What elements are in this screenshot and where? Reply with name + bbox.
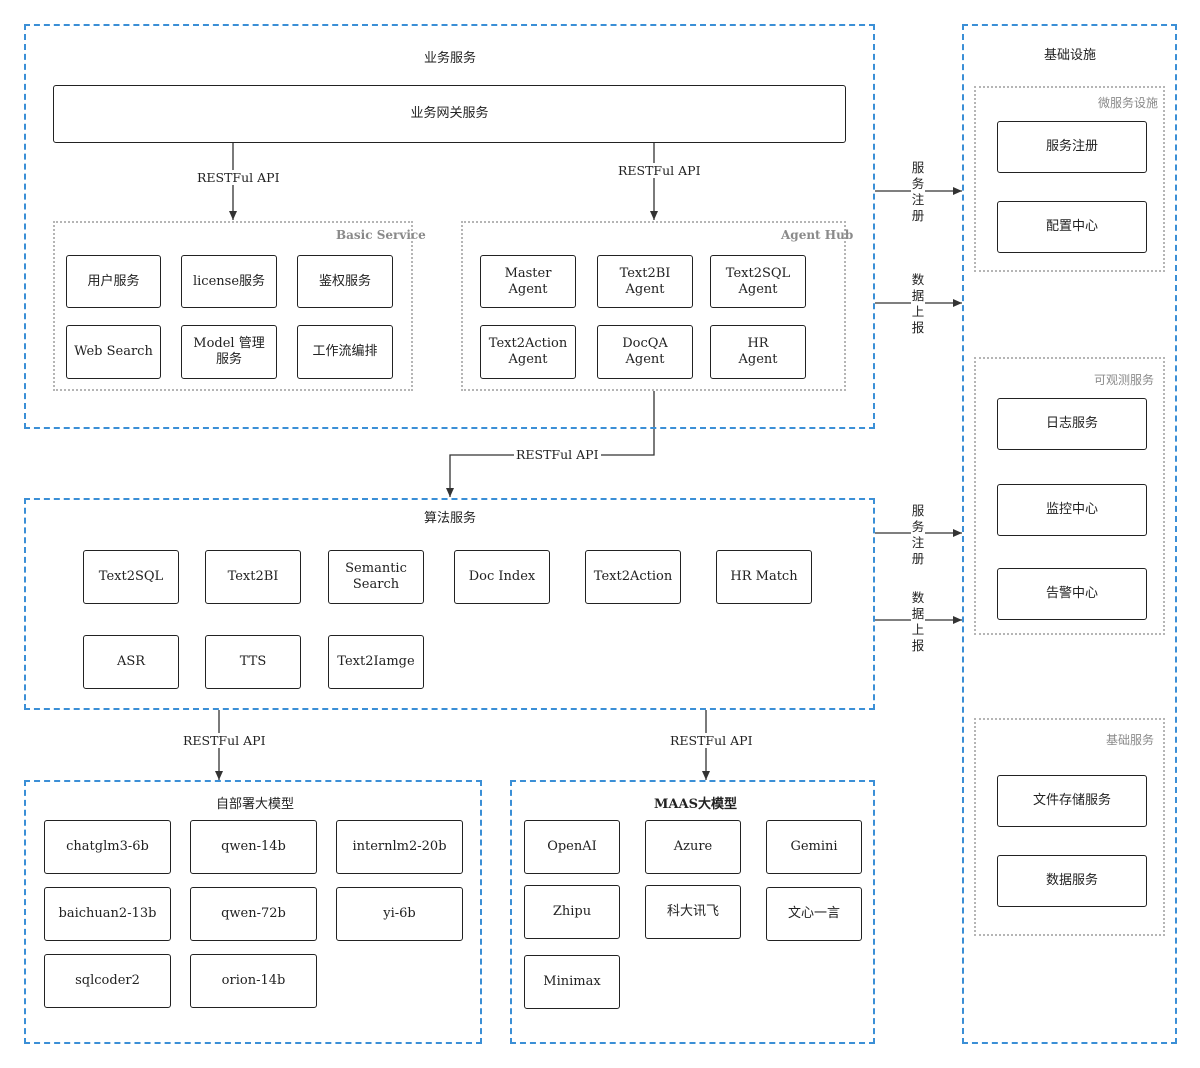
- restful-api-label-self-deployed: RESTFul API: [181, 733, 268, 748]
- maas-openai: OpenAI: [524, 820, 620, 874]
- algorithm-service-group: [24, 498, 875, 710]
- maas-minimax: Minimax: [524, 955, 620, 1009]
- algo-text2image: Text2Iamge: [328, 635, 424, 689]
- model-chatglm3-6b: chatglm3-6b: [44, 820, 171, 874]
- file-storage-service: 文件存储服务: [997, 775, 1147, 827]
- service-registry: 服务注册: [997, 121, 1147, 173]
- agent-hub-title: Agent Hub: [781, 228, 854, 242]
- agent-text2bi: Text2BI Agent: [597, 255, 693, 308]
- maas-models-title: MAAS大模型: [654, 797, 737, 812]
- restful-api-label-agent: RESTFul API: [616, 163, 703, 178]
- service-register-label-algorithm: 服 务 注 册: [911, 503, 925, 567]
- basic-service-model-management: Model 管理 服务: [181, 325, 277, 379]
- model-internlm2-20b: internlm2-20b: [336, 820, 463, 874]
- basic-service-user: 用户服务: [66, 255, 161, 308]
- basic-service-workflow: 工作流编排: [297, 325, 393, 379]
- model-sqlcoder2: sqlcoder2: [44, 954, 171, 1008]
- basic-service-license: license服务: [181, 255, 277, 308]
- agent-hr: HR Agent: [710, 325, 806, 379]
- business-service-title: 业务服务: [424, 51, 477, 66]
- observability-group: [974, 357, 1165, 635]
- business-service-group: [24, 24, 875, 429]
- data-report-label-algorithm: 数 据 上 报: [911, 590, 925, 654]
- log-service: 日志服务: [997, 398, 1147, 450]
- gateway-service: 业务网关服务: [53, 85, 846, 143]
- algo-asr: ASR: [83, 635, 179, 689]
- maas-models-group: [510, 780, 875, 1044]
- self-deployed-models-title: 自部署大模型: [216, 797, 295, 812]
- data-service: 数据服务: [997, 855, 1147, 907]
- infrastructure-group: [962, 24, 1177, 1044]
- algo-text2bi: Text2BI: [205, 550, 301, 604]
- algo-text2action: Text2Action: [585, 550, 681, 604]
- restful-api-label-maas: RESTFul API: [668, 733, 755, 748]
- maas-iflytek: 科大讯飞: [645, 885, 741, 939]
- algo-text2sql: Text2SQL: [83, 550, 179, 604]
- maas-zhipu: Zhipu: [524, 885, 620, 939]
- self-deployed-models-group: [24, 780, 482, 1044]
- base-service-group: [974, 718, 1165, 936]
- alert-center: 告警中心: [997, 568, 1147, 620]
- infrastructure-title: 基础设施: [1044, 48, 1097, 63]
- monitoring-center: 监控中心: [997, 484, 1147, 536]
- algo-doc-index: Doc Index: [454, 550, 550, 604]
- agent-hub-group: [461, 221, 846, 391]
- algo-tts: TTS: [205, 635, 301, 689]
- config-center: 配置中心: [997, 201, 1147, 253]
- maas-azure: Azure: [645, 820, 741, 874]
- basic-service-title: Basic Service: [336, 228, 426, 242]
- model-qwen-14b: qwen-14b: [190, 820, 317, 874]
- base-service-title: 基础服务: [1106, 733, 1155, 747]
- restful-api-label-basic: RESTFul API: [195, 170, 282, 185]
- basic-service-auth: 鉴权服务: [297, 255, 393, 308]
- model-baichuan2-13b: baichuan2-13b: [44, 887, 171, 941]
- model-yi-6b: yi-6b: [336, 887, 463, 941]
- agent-docqa: DocQA Agent: [597, 325, 693, 379]
- microservice-title: 微服务设施: [1098, 96, 1159, 110]
- restful-api-label-algorithm: RESTFul API: [514, 447, 601, 462]
- agent-master: Master Agent: [480, 255, 576, 308]
- basic-service-group: [53, 221, 413, 391]
- agent-text2action: Text2Action Agent: [480, 325, 576, 379]
- algorithm-service-title: 算法服务: [424, 511, 477, 526]
- model-orion-14b: orion-14b: [190, 954, 317, 1008]
- microservice-group: [974, 86, 1165, 272]
- data-report-label-business: 数 据 上 报: [911, 272, 925, 336]
- service-register-label-business: 服 务 注 册: [911, 160, 925, 224]
- model-qwen-72b: qwen-72b: [190, 887, 317, 941]
- maas-gemini: Gemini: [766, 820, 862, 874]
- agent-text2sql: Text2SQL Agent: [710, 255, 806, 308]
- observability-title: 可观测服务: [1094, 373, 1155, 387]
- maas-wenxin: 文心一言: [766, 887, 862, 941]
- algo-hr-match: HR Match: [716, 550, 812, 604]
- algo-semantic-search: Semantic Search: [328, 550, 424, 604]
- basic-service-web-search: Web Search: [66, 325, 161, 379]
